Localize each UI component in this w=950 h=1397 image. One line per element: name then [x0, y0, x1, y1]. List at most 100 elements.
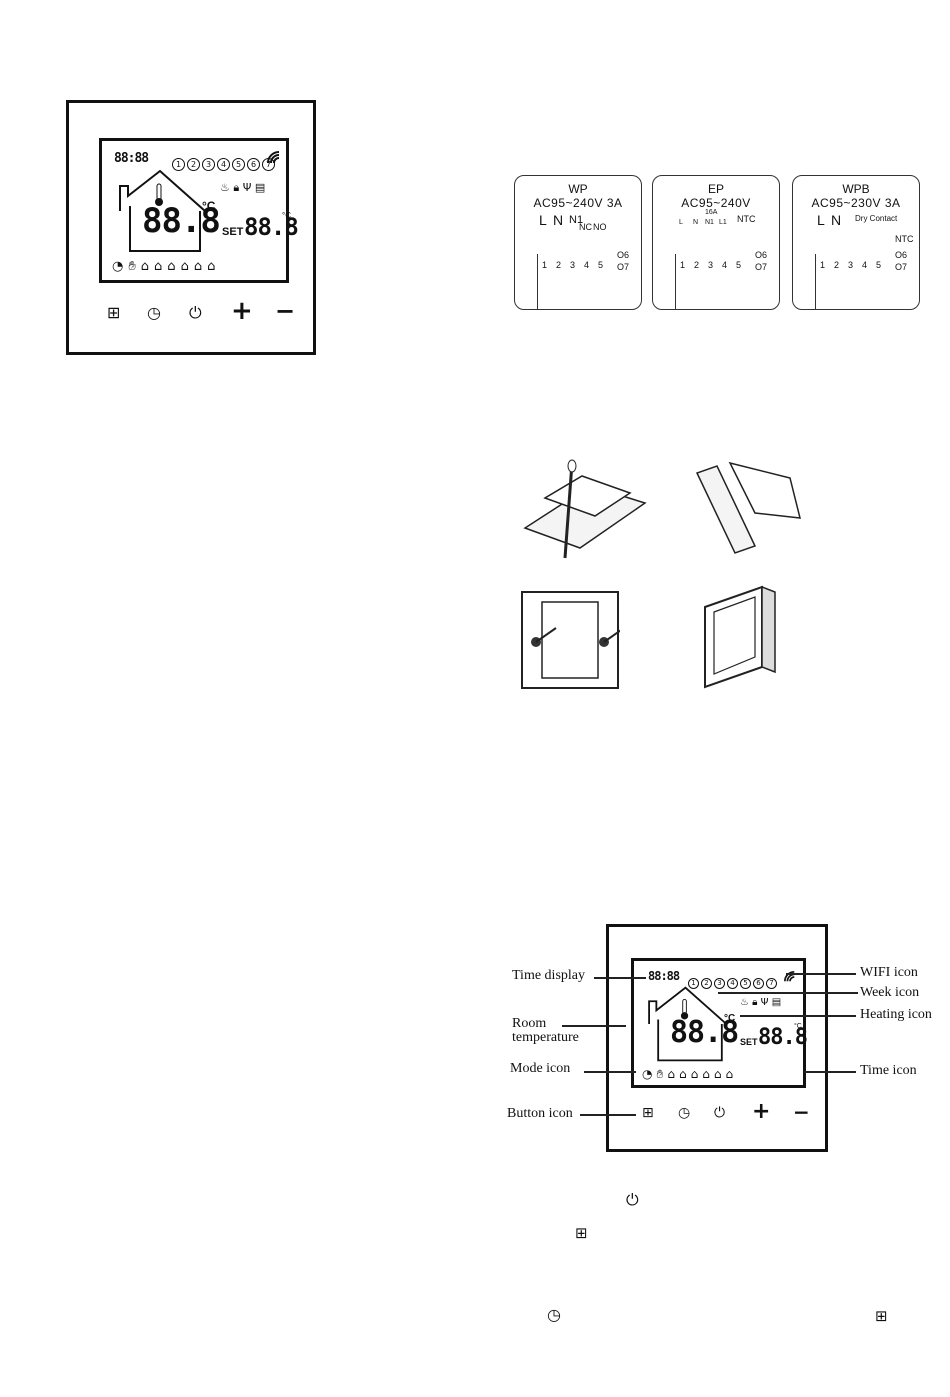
wiring-module-wp: WP AC95~240V 3A L N N1 NC NO 1 2 3 4 5 O…	[514, 175, 642, 310]
house-mode-icon-4: ⌂	[180, 259, 194, 274]
label-l: L	[679, 219, 683, 226]
house-mode-icon-2: ⌂	[678, 1067, 691, 1081]
install-illustration-backplate	[521, 591, 620, 689]
label-wifi-icon: WIFI icon	[860, 965, 918, 980]
day-1: 1	[688, 978, 699, 989]
terminal-1: 1	[542, 260, 548, 270]
module-voltage: AC95~240V	[681, 196, 751, 210]
set-unit: °C	[282, 211, 291, 220]
terminal-4: 4	[584, 260, 590, 270]
house-mode-icon-6: ⌂	[725, 1067, 738, 1081]
plus-button[interactable]: +	[231, 296, 253, 326]
label-nc: NC	[579, 222, 592, 232]
leader-time-icon	[804, 1071, 856, 1073]
module-voltage: AC95~240V 3A	[533, 196, 623, 210]
terminal-7: O7	[755, 262, 768, 272]
antenna-icon: Ψ	[242, 181, 252, 194]
label-room-temperature-1: Room	[512, 1016, 547, 1031]
clock-icon[interactable]: ◷	[147, 303, 161, 322]
day-3: 3	[714, 978, 725, 989]
label-n: N	[831, 212, 842, 228]
heating-icon: ♨	[740, 997, 749, 1008]
house-mode-icon-3: ⌂	[167, 259, 181, 274]
time-display: 88:88	[648, 969, 680, 983]
day-6: 6	[753, 978, 764, 989]
power-icon[interactable]: ⏻	[714, 1105, 726, 1121]
terminal-block: 1 2 3 4 5	[537, 254, 608, 309]
label-mode-icon: Mode icon	[510, 1061, 571, 1076]
label-no: NO	[593, 222, 607, 232]
terminal-6: O6	[755, 250, 768, 260]
antenna-icon: Ψ	[760, 997, 769, 1008]
day-3: 3	[202, 158, 215, 171]
module-voltage: AC95~230V 3A	[811, 196, 901, 210]
minus-button[interactable]: −	[275, 297, 296, 325]
label-dry-contact: Dry Contact	[855, 214, 898, 223]
leader-heating-icon	[740, 1015, 856, 1017]
terminal-2: 2	[694, 260, 700, 270]
day-2: 2	[187, 158, 200, 171]
label-ntc: NTC	[895, 234, 914, 244]
install-illustration-side	[695, 461, 801, 554]
terminal-7: O7	[617, 262, 630, 272]
clock-icon[interactable]: ◷	[678, 1105, 691, 1121]
menu-icon[interactable]: ⊞	[642, 1105, 654, 1121]
celsius-unit: °C	[724, 1013, 736, 1024]
clock-icon: ◷	[547, 1305, 561, 1324]
time-display: 88:88	[114, 151, 149, 166]
leader-wifi-icon	[786, 973, 856, 975]
wiring-module-wpb: WPB AC95~230V 3A L N Dry Contact NTC 1 2…	[792, 175, 920, 310]
house-mode-icon-1: ⌂	[140, 259, 155, 274]
lock-icon: 🔒︎	[233, 181, 240, 194]
terminal-3: 3	[570, 260, 576, 270]
day-7: 7	[766, 978, 777, 989]
sensor-icon: ▤	[771, 997, 782, 1008]
mode-icons-row: ◔✋︎⌂⌂⌂⌂⌂⌂	[642, 1067, 737, 1082]
day-5: 5	[740, 978, 751, 989]
set-label: SET	[222, 226, 244, 238]
terminal-block: 1 2 3 4 5	[815, 254, 886, 309]
terminal-5: 5	[876, 260, 882, 270]
clock-mode-icon: ◔	[642, 1067, 657, 1081]
module-current: 16A	[705, 209, 718, 216]
clock-mode-icon: ◔	[112, 259, 129, 274]
label-n: N	[553, 212, 564, 228]
install-illustration-screwdriver	[523, 459, 647, 559]
terminal-6: O6	[617, 250, 630, 260]
terminal-7: O7	[895, 262, 908, 272]
day-5: 5	[232, 158, 245, 171]
power-icon[interactable]: ⏻	[189, 303, 202, 322]
set-temperature: 88.8	[244, 213, 299, 241]
leader-button-icon	[580, 1114, 636, 1116]
wifi-icon	[267, 151, 280, 164]
day-2: 2	[701, 978, 712, 989]
terminal-4: 4	[722, 260, 728, 270]
terminal-3: 3	[848, 260, 854, 270]
set-temperature: 88.8	[758, 1025, 808, 1050]
day-1: 1	[172, 158, 185, 171]
menu-icon: ⊞	[875, 1307, 888, 1325]
house-mode-icon-2: ⌂	[154, 259, 168, 274]
terminal-2: 2	[834, 260, 840, 270]
leader-mode-icon	[584, 1071, 636, 1073]
label-week-icon: Week icon	[860, 985, 920, 1000]
menu-icon[interactable]: ⊞	[107, 303, 121, 322]
house-outline	[648, 986, 727, 1062]
plus-button[interactable]: +	[752, 1099, 771, 1124]
label-n1: N1	[569, 214, 584, 226]
terminal-1: 1	[680, 260, 686, 270]
label-l: L	[539, 212, 547, 228]
day-6: 6	[247, 158, 260, 171]
label-time-display: Time display	[512, 968, 585, 983]
menu-icon: ⊞	[575, 1224, 588, 1242]
house-mode-icon-3: ⌂	[690, 1067, 703, 1081]
minus-button[interactable]: −	[793, 1100, 810, 1124]
leader-week-icon	[718, 992, 858, 994]
terminal-3: 3	[708, 260, 714, 270]
day-4: 4	[217, 158, 230, 171]
terminal-2: 2	[556, 260, 562, 270]
leader-time-display	[594, 977, 646, 979]
label-n1: N1	[705, 219, 714, 226]
